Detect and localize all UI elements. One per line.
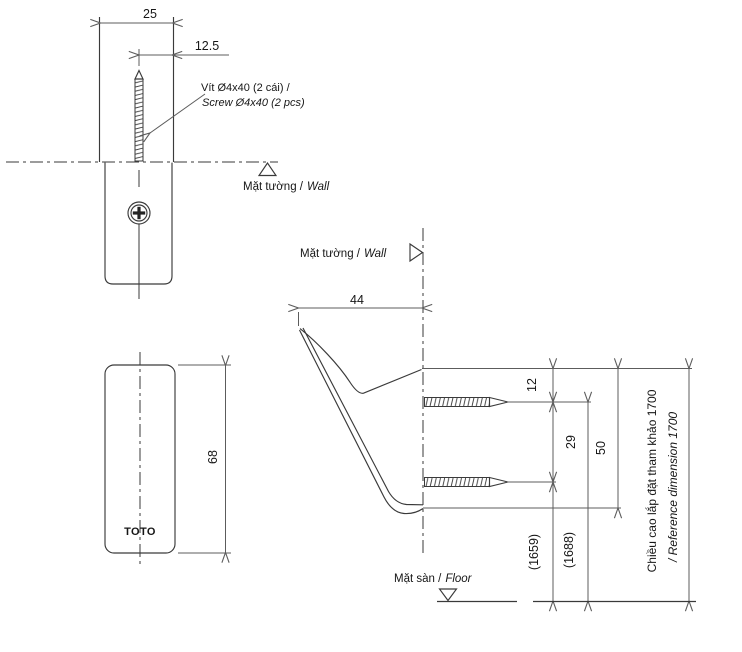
screw-head-inner bbox=[130, 204, 148, 222]
dim-floor-to-upper-screw-label: (1688) bbox=[562, 532, 576, 568]
side-view: Mặt tường /Wall 44 12 29 (1659 bbox=[298, 228, 696, 602]
brand-logo: TOTO bbox=[124, 526, 156, 538]
wall-label: Mặt tường /Wall bbox=[300, 248, 387, 260]
screw-tip bbox=[134, 69, 144, 80]
screw-tip bbox=[488, 476, 509, 488]
dim-height-label: 68 bbox=[206, 450, 220, 464]
dim-width-label: 25 bbox=[143, 7, 157, 21]
screw-note-line2: Screw Ø4x40 (2 pcs) bbox=[202, 97, 305, 109]
floor-datum-icon bbox=[438, 588, 458, 602]
leader-line bbox=[150, 93, 206, 133]
screw-thread-shaft bbox=[134, 78, 144, 162]
install-height-label-en: / Reference dimension 1700 bbox=[666, 412, 680, 563]
screw-tip bbox=[488, 396, 509, 408]
lower-screw bbox=[424, 476, 509, 488]
mounting-screw-top bbox=[134, 69, 144, 162]
floor-label: Mặt sàn /Floor bbox=[394, 573, 473, 585]
dim-screw-spacing-label: 29 bbox=[564, 435, 578, 449]
upper-screw bbox=[424, 396, 509, 408]
hook-inner-edge bbox=[302, 327, 424, 506]
dim-floor-to-lower-screw-label: (1659) bbox=[527, 534, 541, 570]
hook-outer-edge bbox=[298, 329, 424, 515]
wall-datum-icon bbox=[409, 242, 424, 263]
front-view: TOTO 68 bbox=[104, 352, 231, 568]
top-view: 25 12.5 Vít Ø4x40 (2 cái) / Screw Ø4x40 … bbox=[6, 7, 330, 299]
screw-thread-shaft bbox=[424, 397, 490, 407]
install-height-label-vi: Chiều cao lắp đặt tham khảo 1700 bbox=[644, 389, 659, 572]
dim-depth-label: 44 bbox=[350, 293, 364, 307]
screw-thread-shaft bbox=[424, 477, 490, 487]
dim-screw-offset-label: 12.5 bbox=[195, 39, 219, 53]
dim-plate-height-label: 50 bbox=[594, 441, 608, 455]
screw-note-line1: Vít Ø4x40 (2 cái) / bbox=[201, 82, 291, 94]
wall-datum-icon bbox=[257, 161, 278, 177]
hook-profile bbox=[298, 327, 424, 515]
phillips-screw-head bbox=[127, 201, 151, 225]
hook-top-curve bbox=[299, 328, 422, 394]
dim-top-to-upper-screw-label: 12 bbox=[525, 378, 539, 392]
wall-label: Mặt tường /Wall bbox=[243, 181, 330, 193]
